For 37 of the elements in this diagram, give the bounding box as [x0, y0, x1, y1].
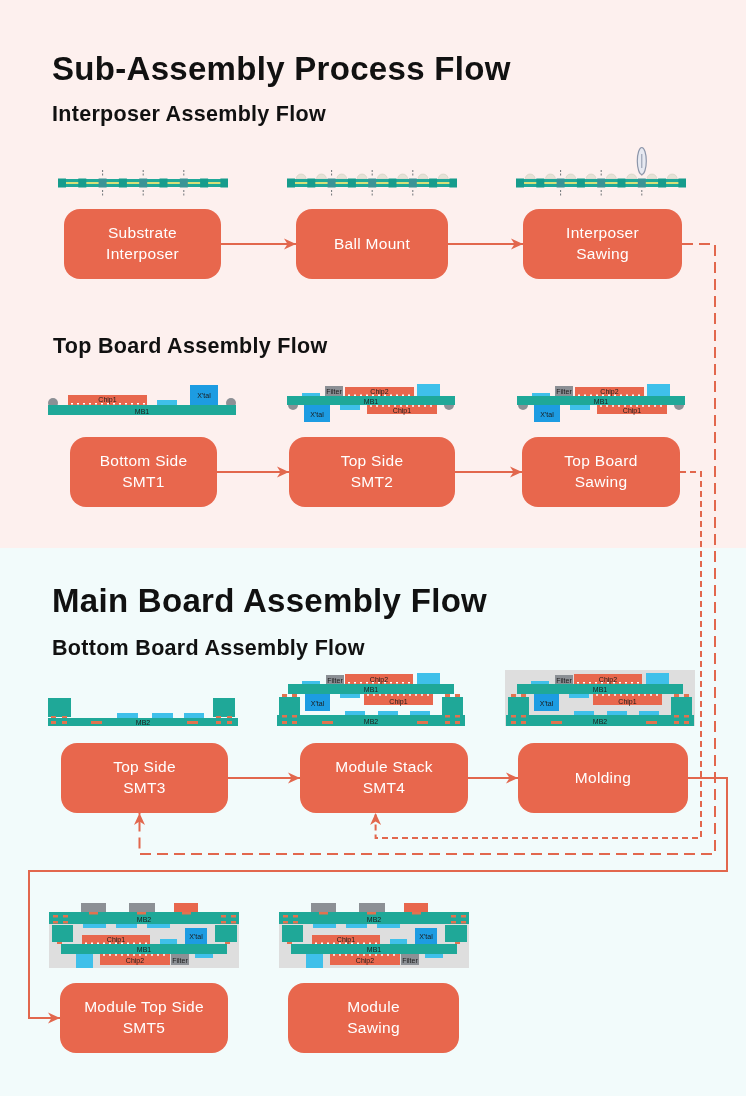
step-label: Top Board Sawing [563, 451, 639, 492]
step-label: Bottom Side SMT1 [98, 451, 189, 492]
process-box [522, 437, 680, 507]
dashed-arrow [134, 243, 716, 855]
subsection-heading: Bottom Board Assembly Flow [52, 636, 365, 662]
section-heading: Main Board Assembly Flow [52, 581, 488, 621]
arrow [454, 466, 523, 478]
process-box [64, 209, 221, 279]
step-label: Top Side SMT2 [339, 451, 405, 492]
step-label: Substrate Interposer [105, 223, 180, 264]
step-label: Module Sawing [346, 997, 401, 1038]
process-box [523, 209, 682, 279]
section-heading: Sub-Assembly Process Flow [52, 49, 511, 89]
process-box [288, 983, 459, 1053]
arrow [216, 466, 290, 478]
section-band [0, 0, 746, 548]
step-label: Molding [574, 767, 632, 788]
step-label: Top Side SMT3 [112, 757, 177, 798]
process-box [296, 209, 448, 279]
subsection-heading: Top Board Assembly Flow [53, 334, 328, 360]
dashed-arrow [370, 471, 702, 839]
arrow [28, 777, 728, 1024]
arrow [227, 772, 301, 784]
arrow [220, 238, 297, 250]
subsection-heading: Interposer Assembly Flow [52, 102, 327, 128]
step-label: Module Top Side SMT5 [83, 997, 205, 1038]
process-box [300, 743, 468, 813]
process-box [70, 437, 217, 507]
process-box [289, 437, 455, 507]
process-box [518, 743, 688, 813]
arrow [467, 772, 519, 784]
step-label: Module Stack SMT4 [334, 757, 434, 798]
process-box [60, 983, 228, 1053]
step-label: Interposer Sawing [565, 223, 640, 264]
arrow [447, 238, 524, 250]
step-label: Ball Mount [333, 233, 411, 254]
process-box [61, 743, 228, 813]
